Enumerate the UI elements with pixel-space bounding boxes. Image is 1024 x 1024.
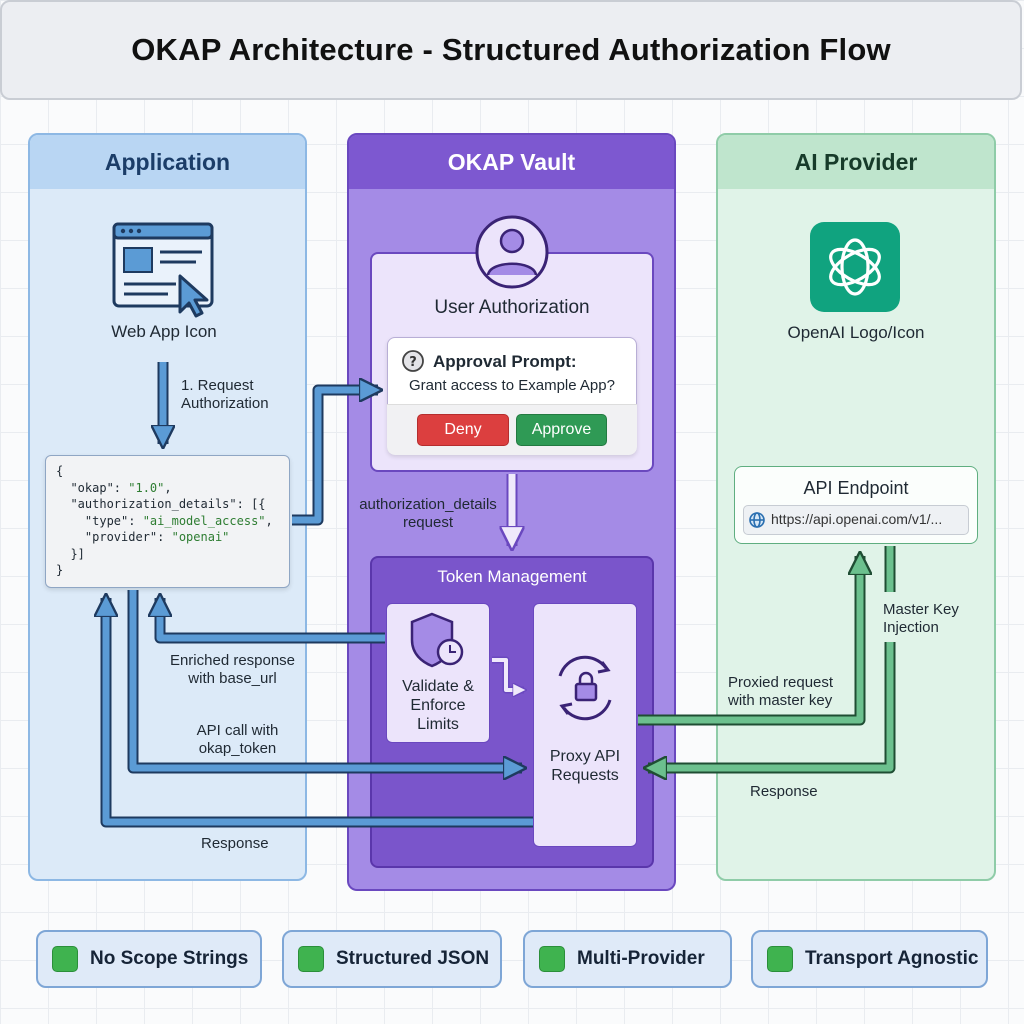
request-label-line2: Authorization: [181, 395, 269, 412]
api-endpoint-url: https://api.openai.com/v1/...: [771, 511, 943, 527]
web-app-icon: [112, 222, 214, 318]
api-call-label-line1: API call with: [196, 722, 279, 739]
check-icon: [767, 946, 793, 972]
shield-clock-icon: [410, 612, 464, 668]
proxy-lock-icon: [558, 655, 612, 721]
proxied-label-line1: Proxied request: [728, 674, 834, 691]
endpoint-url-bar: [743, 505, 969, 535]
enriched-label-line2: with base_url: [188, 670, 277, 687]
approve-button[interactable]: Approve: [516, 414, 607, 446]
response-label-right: Response: [750, 783, 818, 800]
master-key-label-line2: Injection: [883, 619, 939, 636]
title-bar: OKAP Architecture - Structured Authoriza…: [0, 0, 1022, 100]
token-management-label: Token Management: [437, 567, 587, 586]
api-endpoint-title: API Endpoint: [803, 478, 909, 498]
auth-details-label-line2: request: [402, 514, 454, 531]
feature-transport-agnostic: Transport Agnostic: [751, 930, 988, 988]
application-header: Application: [30, 135, 305, 189]
auth-details-label-line1: authorization_details: [359, 496, 497, 513]
api-call-label-line2: okap_token: [198, 740, 277, 757]
master-key-label-line1: Master Key: [883, 601, 959, 618]
svg-text:?: ?: [409, 355, 417, 370]
validate-label-line2: Enforce: [410, 697, 466, 714]
feature-multi-provider: Multi-Provider: [523, 930, 732, 988]
feature-no-scope-strings: No Scope Strings: [36, 930, 262, 988]
authorization-json: { "okap": "1.0", "authorization_details"…: [45, 455, 290, 588]
proxy-requests-box: [533, 603, 637, 847]
openai-knot-icon: [829, 238, 881, 296]
validate-label-line3: Limits: [417, 716, 459, 733]
openai-logo-label: OpenAI Logo/Icon: [787, 323, 925, 342]
proxy-label-line1: Proxy API: [549, 748, 621, 765]
question-icon: ?: [402, 350, 424, 372]
validate-label-line1: Validate &: [402, 678, 474, 695]
user-authorization-label: User Authorization: [434, 297, 590, 318]
approval-prompt-title: Approval Prompt:: [433, 352, 577, 371]
request-label-line1: 1. Request: [181, 377, 254, 394]
arrow-enriched-response: [154, 598, 385, 644]
proxy-label-line2: Requests: [551, 767, 619, 784]
enriched-label-line1: Enriched response: [169, 652, 296, 669]
vault-header: OKAP Vault: [349, 135, 674, 189]
ai-provider-header: AI Provider: [718, 135, 994, 189]
globe-icon: [749, 512, 765, 528]
user-avatar-icon: [475, 215, 549, 289]
approval-prompt-text: Grant access to Example App?: [409, 377, 615, 394]
proxied-label-line2: with master key: [728, 692, 833, 709]
check-icon: [52, 946, 78, 972]
deny-button[interactable]: Deny: [417, 414, 509, 446]
response-label-left: Response: [201, 835, 269, 852]
page-title: OKAP Architecture - Structured Authoriza…: [131, 32, 891, 67]
feature-structured-json: Structured JSON: [282, 930, 502, 988]
web-app-label: Web App Icon: [111, 322, 217, 341]
openai-logo: [810, 222, 900, 312]
check-icon: [539, 946, 565, 972]
check-icon: [298, 946, 324, 972]
